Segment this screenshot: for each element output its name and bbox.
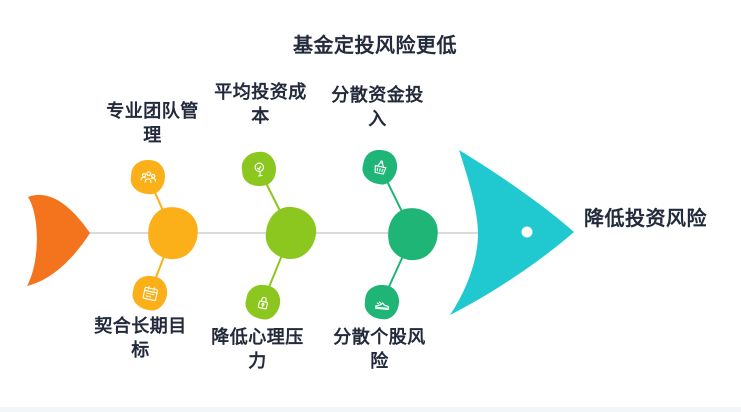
- branch1-bottom-label: 契合长期目标: [94, 316, 187, 360]
- branch3-top-node: [359, 146, 401, 188]
- branch1-bottom-node: [129, 272, 171, 314]
- fish-tail-shape: [27, 194, 90, 286]
- branch3-bottom-node: [363, 283, 401, 321]
- branch1-top-node: [129, 158, 167, 196]
- branch2-bottom-node: [242, 281, 284, 323]
- branch2-bottom-label: 降低心理压力: [211, 327, 304, 371]
- tree-icon: [253, 162, 264, 177]
- branch1-top-label: 专业团队管理: [106, 101, 199, 145]
- bottom-edge-strip: [0, 407, 741, 412]
- branch3-bottom-label: 分散个股风险: [333, 327, 426, 371]
- calendar-icon: [142, 285, 158, 301]
- branch3-top-label: 分散资金投入: [331, 85, 424, 129]
- lock-icon: [257, 296, 268, 309]
- diagram-title: 基金定投风险更低: [293, 35, 457, 57]
- basket-icon: [374, 159, 387, 175]
- branch2-top-node: [240, 150, 278, 188]
- result-label: 降低投资风险: [584, 208, 707, 230]
- shoe-icon: [374, 301, 389, 310]
- fish-eye: [521, 226, 533, 238]
- branch2-top-label: 平均投资成本: [214, 82, 307, 126]
- team-icon: [139, 170, 156, 183]
- fish-head-shape: [450, 150, 574, 315]
